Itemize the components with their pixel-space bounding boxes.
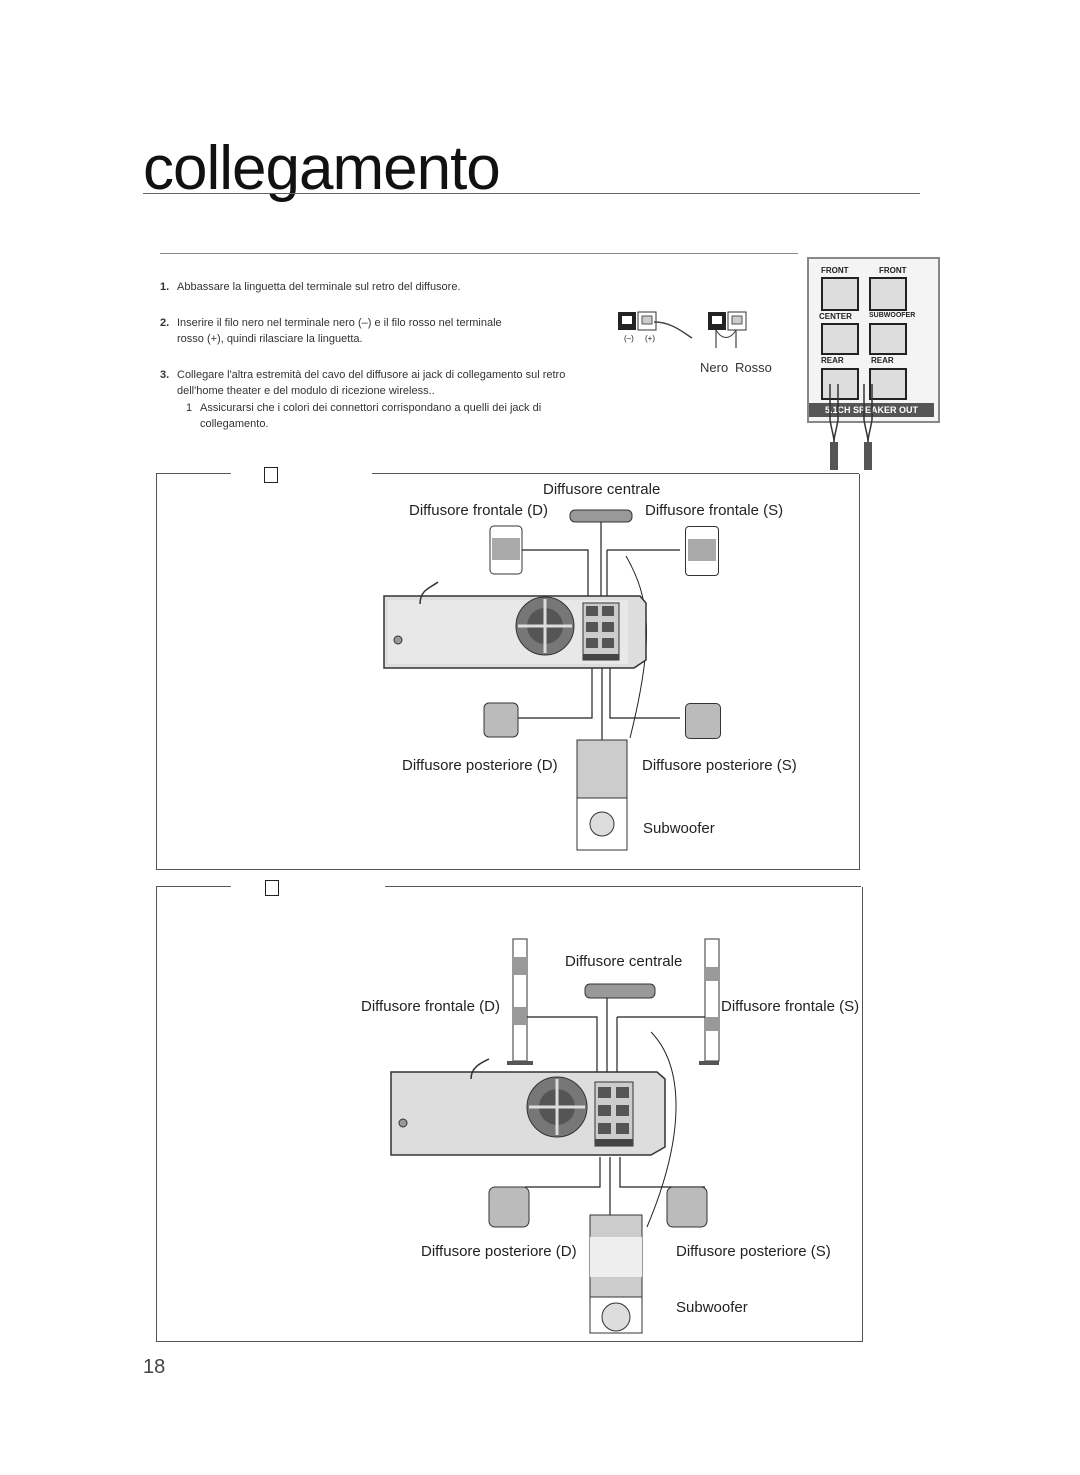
diagram-1-heading-mark-icon — [264, 467, 278, 483]
diagram-2-label-rear-s: Diffusore posteriore (S) — [676, 1243, 831, 1260]
rear-left-speaker-icon — [666, 1186, 708, 1228]
jack-front-l — [821, 277, 859, 311]
diagram-2-label-front-s: Diffusore frontale (S) — [721, 998, 860, 1015]
jack-subwoofer — [869, 323, 907, 355]
step-3: 3. Collegare l'altra estremità del cavo … — [160, 367, 640, 399]
jack-rear-r — [869, 368, 907, 400]
jack-center — [821, 323, 859, 355]
diagram-1-label-front-s: Diffusore frontale (S) — [645, 502, 784, 519]
title-divider — [143, 193, 920, 194]
diagram-2-label-center: Diffusore centrale — [565, 953, 683, 970]
diagram-2-illustration — [390, 938, 720, 1334]
rosso-label: Rosso — [735, 360, 772, 375]
rear-right-speaker-icon — [488, 1186, 530, 1228]
minus-label: (–) — [624, 334, 634, 343]
speaker-out-panel: FRONT FRONT CENTER SUBWOOFER REAR REAR 5… — [807, 257, 940, 423]
speaker-cable-illustration — [829, 384, 873, 470]
diagram-2-label-subwoofer: Subwoofer — [676, 1299, 748, 1316]
page-number: 18 — [143, 1356, 166, 1378]
diagram-1-label-rear-d: Diffusore posteriore (D) — [402, 757, 558, 774]
step-2: 2. Inserire il filo nero nel terminale n… — [160, 315, 640, 347]
step-number: 2. — [160, 317, 170, 329]
step-text: dell'home theater e del modulo di ricezi… — [177, 385, 435, 397]
jack-rear-l — [821, 368, 859, 400]
step-text: rosso (+), quindi rilasciare la linguett… — [177, 333, 363, 345]
jack-label-subwoofer: SUBWOOFER — [869, 312, 916, 319]
diagram-1-heading-rule-right — [372, 473, 859, 474]
jack-label-front-l: FRONT — [821, 266, 849, 275]
diagram-1-label-front-d: Diffusore frontale (D) — [409, 502, 548, 519]
diagram-1-label-center: Diffusore centrale — [543, 481, 661, 498]
diagram-1-illustration — [383, 509, 680, 851]
rear-right-speaker-icon — [483, 702, 519, 738]
front-left-speaker-icon — [685, 526, 719, 576]
diagram-1-label-subwoofer: Subwoofer — [643, 820, 715, 837]
jack-front-r — [869, 277, 907, 311]
jack-label-rear-r: REAR — [871, 356, 894, 365]
step-number: 1. — [160, 281, 170, 293]
center-speaker-icon — [584, 983, 656, 999]
note: 1 Assicurarsi che i colori dei connettor… — [186, 400, 606, 432]
diagram-1-heading-rule-left — [156, 473, 231, 474]
tall-front-left-speaker-icon — [704, 938, 720, 1062]
page-title: collegamento — [143, 134, 501, 203]
speaker-terminal-illustration — [618, 311, 747, 348]
plus-label: (+) — [645, 334, 655, 343]
section-divider — [160, 253, 798, 254]
diagram-2-label-front-d: Diffusore frontale (D) — [361, 998, 500, 1015]
note-text: Assicurarsi che i colori dei connettori … — [200, 402, 542, 414]
jack-label-front-r: FRONT — [879, 266, 907, 275]
note-marker: 1 — [186, 402, 193, 414]
step-number: 3. — [160, 369, 170, 381]
step-text: Collegare l'altra estremità del cavo del… — [177, 369, 566, 381]
step-text: Inserire il filo nero nel terminale nero… — [177, 317, 502, 329]
jack-label-rear-l: REAR — [821, 356, 844, 365]
jack-label-center: CENTER — [819, 312, 852, 321]
step-1: 1. Abbassare la linguetta del terminale … — [160, 279, 640, 295]
diagram-2-heading-rule-right — [385, 886, 861, 887]
diagram-2-heading-mark-icon — [265, 880, 279, 896]
diagram-1-label-rear-s: Diffusore posteriore (S) — [642, 757, 797, 774]
diagram-2-heading-rule-left — [156, 886, 231, 887]
diagram-1-frame — [156, 474, 860, 870]
diagram-2-frame — [156, 887, 863, 1342]
rear-left-speaker-icon — [685, 703, 721, 739]
note-text: collegamento. — [200, 418, 269, 430]
nero-label: Nero — [700, 360, 729, 375]
center-speaker-icon — [569, 509, 633, 523]
step-text: Abbassare la linguetta del terminale sul… — [177, 281, 461, 293]
diagram-2-label-rear-d: Diffusore posteriore (D) — [421, 1243, 577, 1260]
